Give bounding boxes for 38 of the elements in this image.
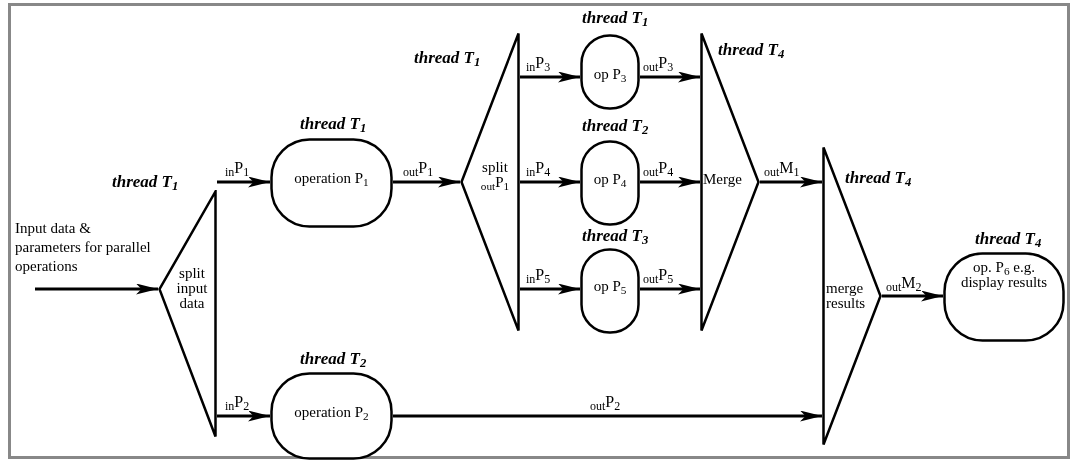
- thread-label: thread T$_{1}$: [300, 114, 367, 134]
- arrow: [640, 176, 700, 188]
- thread-label: thread T$_{4}$: [845, 168, 912, 188]
- node-text: op P$_{5}$: [592, 279, 628, 294]
- thread-label: thread T$_{2}$: [300, 349, 367, 369]
- arrow: [35, 283, 158, 295]
- arrow: [393, 176, 460, 188]
- arrow: [393, 410, 822, 422]
- thread-label: thread T$_{2}$: [582, 116, 649, 136]
- arrow: [760, 176, 822, 188]
- arrow: [520, 176, 580, 188]
- arrow: [217, 176, 270, 188]
- arrow: [640, 71, 700, 83]
- thread-label: thread T$_{1}$: [414, 48, 481, 68]
- thread-label: thread T$_{1}$: [582, 8, 649, 28]
- thread-label: thread T$_{4}$: [718, 40, 785, 60]
- process-box: [943, 252, 1065, 342]
- node-text: split input data: [175, 266, 209, 311]
- node-text: op P$_{4}$: [592, 172, 628, 187]
- arrow: [217, 410, 270, 422]
- node-text: Merge: [703, 172, 743, 187]
- thread-label: thread T$_{1}$: [112, 172, 179, 192]
- arrow: [640, 283, 700, 295]
- node-text: operation P$_{2}$: [293, 405, 370, 420]
- thread-label: thread T$_{3}$: [582, 226, 649, 246]
- node-text: operation P$_{1}$: [293, 171, 370, 186]
- input-description: Input data & parameters for parallel operations: [15, 219, 152, 276]
- split-triangle: [460, 32, 520, 332]
- thread-label: thread T$_{4}$: [975, 229, 1042, 249]
- node-text: op. P$_{6}$ e.g. display results: [959, 260, 1049, 290]
- node-text: merge results: [826, 281, 867, 311]
- process-box: [270, 138, 393, 228]
- arrow: [520, 71, 580, 83]
- node-text: op P$_{3}$: [592, 67, 628, 82]
- node-text: split $_{out}$P$_{1}$: [479, 160, 511, 190]
- arrow: [882, 290, 943, 302]
- arrow: [520, 283, 580, 295]
- split-triangle: [158, 190, 217, 438]
